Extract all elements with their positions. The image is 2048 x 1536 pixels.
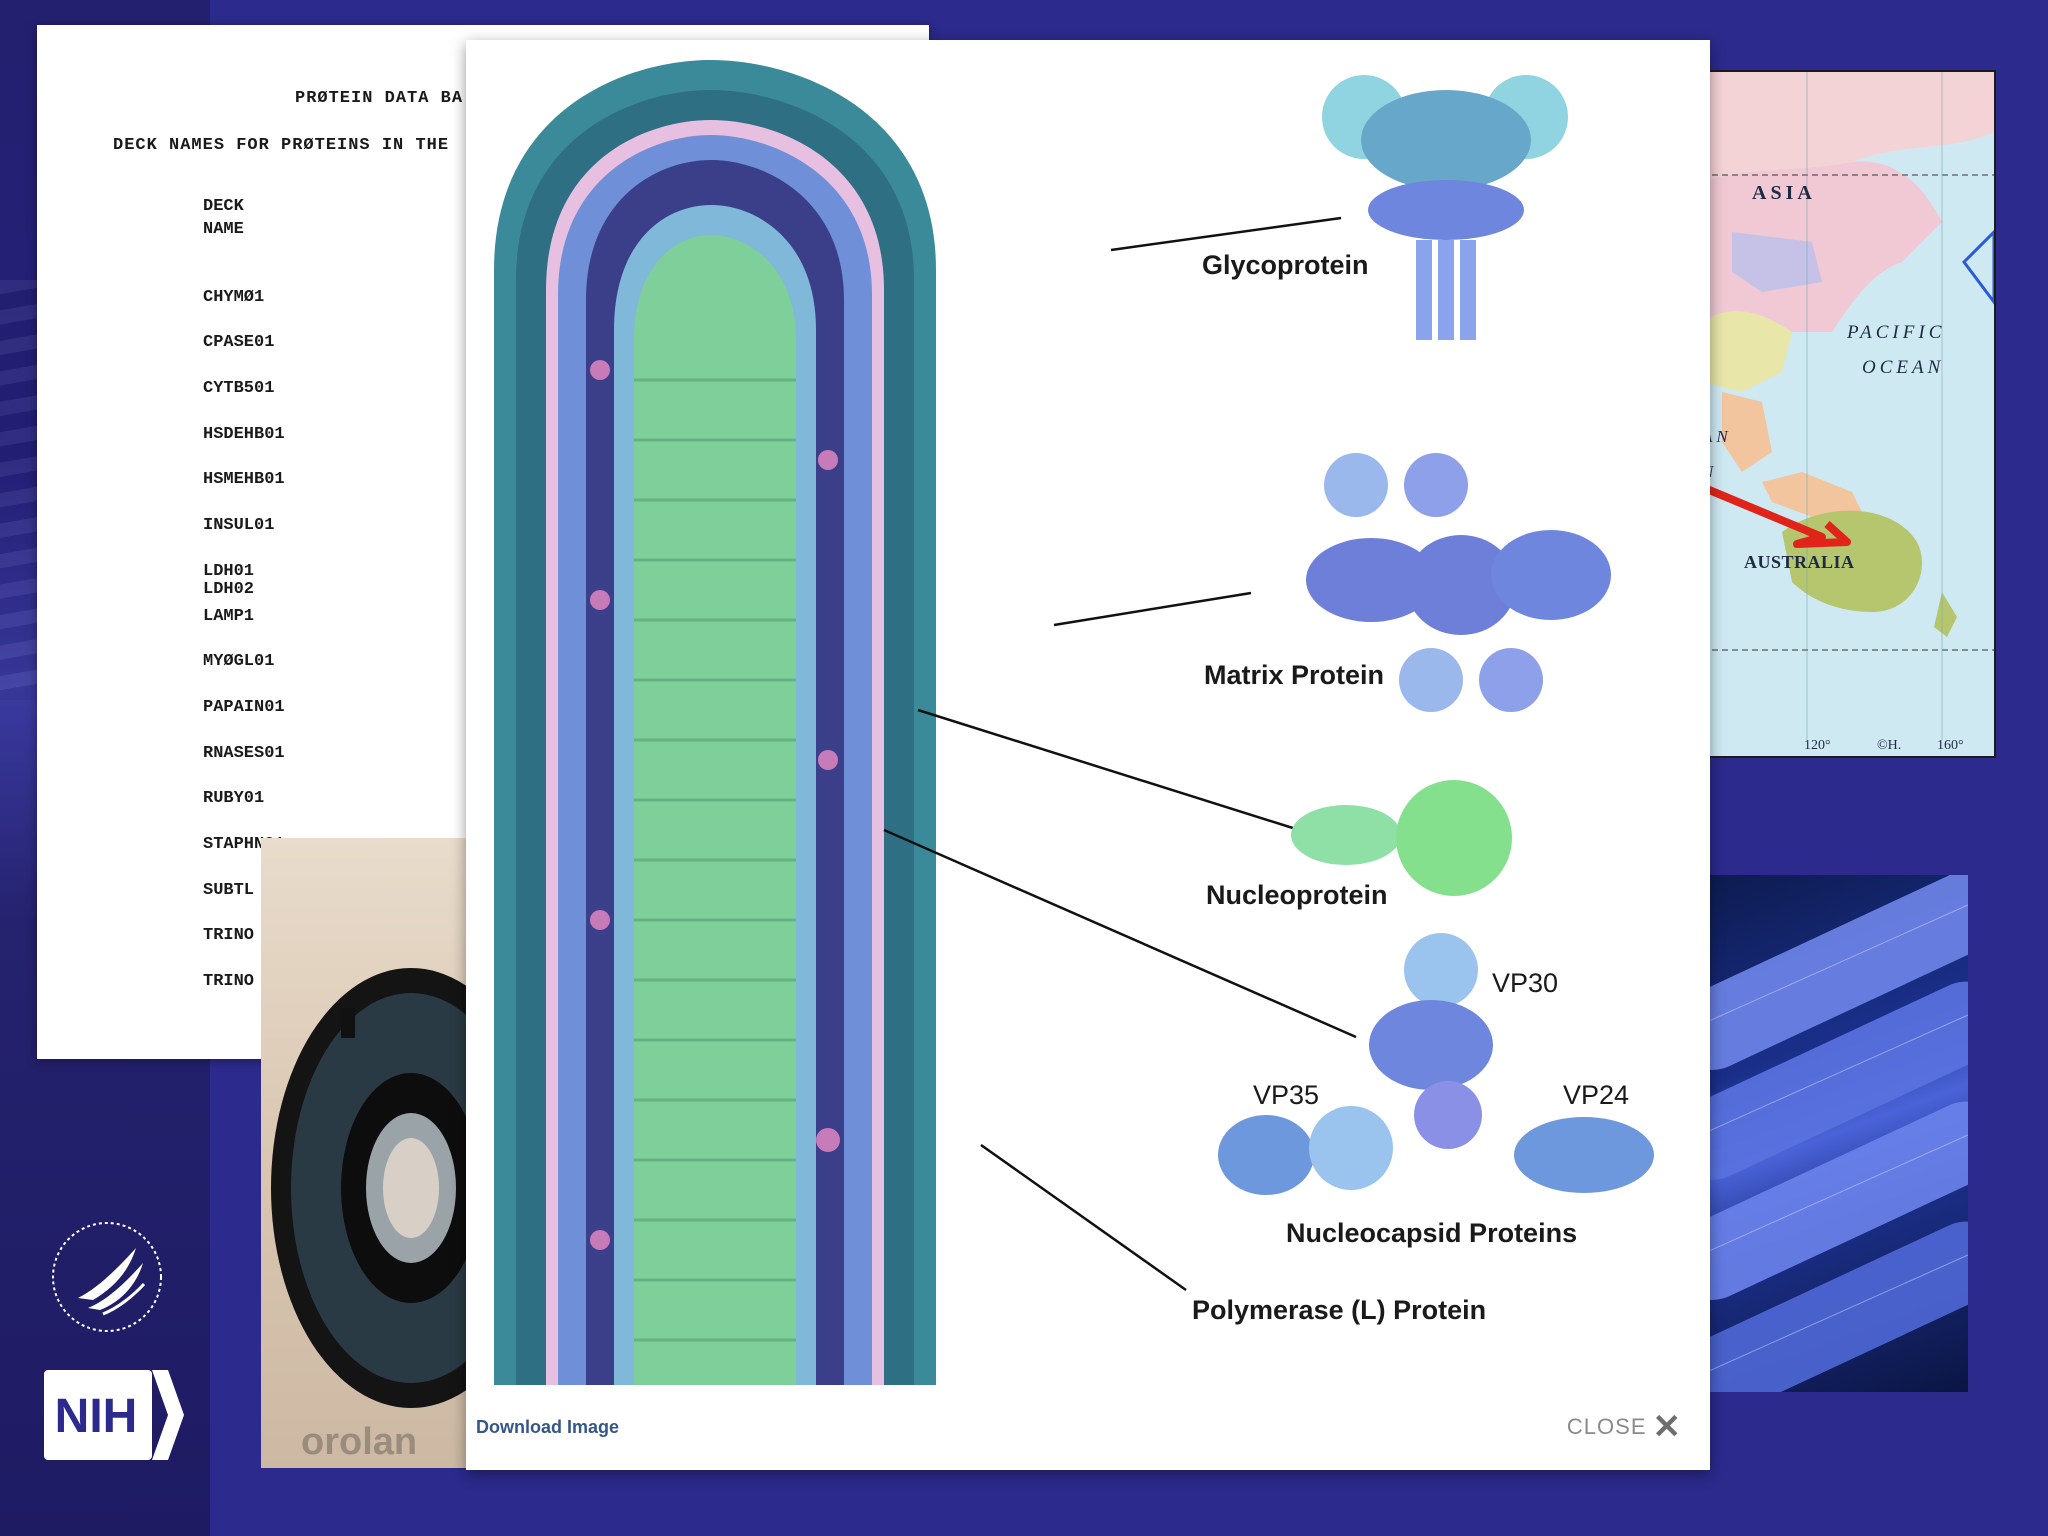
- label-vp30: VP30: [1492, 968, 1559, 998]
- deck-name-column-header: DECK NAME: [203, 195, 244, 241]
- label-nucleocapsid-proteins: Nucleocapsid Proteins: [1286, 1218, 1578, 1248]
- close-icon: ✕: [1652, 1408, 1682, 1446]
- deck-name-item: MYØGL01: [203, 652, 275, 671]
- deck-name-item: LDH01: [203, 562, 255, 581]
- glycoprotein-structure: [1322, 75, 1568, 340]
- deck-name-item: PAPAIN01: [203, 698, 285, 717]
- download-image-link[interactable]: Download Image: [476, 1417, 620, 1437]
- map-label-pacific: PACIFIC: [1847, 322, 1946, 343]
- world-map-image: ASIA PACIFIC OCEAN AN N AUSTRALIA 120° ©…: [1700, 70, 1996, 758]
- deck-name-item: CHYMØ1: [203, 288, 265, 307]
- label-polymerase-protein: Polymerase (L) Protein: [1192, 1295, 1487, 1325]
- virus-particle: [494, 60, 936, 1385]
- deck-name-item: LAMP1: [203, 607, 255, 626]
- label-vp35: VP35: [1253, 1080, 1320, 1110]
- map-copyright: ©H.: [1877, 738, 1902, 753]
- deck-name-item: HSMEHB01: [203, 470, 285, 489]
- matrix-protein-structure: [1306, 453, 1611, 712]
- deck-name-item: RUBY01: [203, 789, 265, 808]
- tape-reel-photo: orolan: [261, 838, 496, 1468]
- map-label-australia: AUSTRALIA: [1744, 552, 1855, 572]
- document-title: PRØTEIN DATA BA: [295, 89, 464, 108]
- reel-photo-watermark: orolan: [301, 1421, 418, 1463]
- deck-name-item: CYTB501: [203, 379, 275, 398]
- image-lightbox-modal: Glycoprotein Matrix Protein Nucleoprotei…: [466, 40, 1710, 1470]
- map-tick-160: 160°: [1937, 738, 1964, 753]
- nucleoprotein-structure: [1291, 780, 1512, 896]
- document-subtitle: DECK NAMES FOR PRØTEINS IN THE: [113, 136, 450, 155]
- map-label-ocean: OCEAN: [1862, 357, 1945, 378]
- tape-rolls-graphic: [1700, 875, 1968, 1392]
- deck-name-item: TRINO: [203, 972, 255, 991]
- map-graphic: [1702, 72, 1994, 756]
- nih-logo-text: NIH: [55, 1390, 138, 1443]
- close-label: CLOSE: [1566, 1414, 1647, 1439]
- tape-reel-graphic: [271, 968, 496, 1408]
- hhs-seal-logo: [52, 1222, 162, 1332]
- map-tick-120: 120°: [1804, 738, 1831, 753]
- ebola-virus-illustration: [494, 60, 1654, 1385]
- deck-name-item: HSDEHB01: [203, 425, 285, 444]
- label-nucleoprotein: Nucleoprotein: [1206, 880, 1388, 910]
- callout-lines: [883, 216, 1357, 1292]
- label-matrix-protein: Matrix Protein: [1204, 660, 1385, 690]
- deck-name-item: CPASE01: [203, 333, 275, 352]
- label-glycoprotein: Glycoprotein: [1202, 250, 1369, 280]
- nih-logo: NIH: [44, 1370, 184, 1460]
- nucleocapsid-structures: [1218, 933, 1654, 1195]
- column-header-line1: DECK: [203, 197, 244, 216]
- close-button[interactable]: CLOSE ✕: [1566, 1408, 1682, 1446]
- deck-name-item: RNASES01: [203, 744, 285, 763]
- column-header-line2: NAME: [203, 220, 244, 239]
- deck-name-item: TRINO: [203, 926, 255, 945]
- label-vp24: VP24: [1563, 1080, 1630, 1110]
- map-label-asia: ASIA: [1752, 182, 1816, 204]
- deck-name-item: SUBTL: [203, 881, 255, 900]
- magnetic-tape-photo: [1700, 875, 1968, 1392]
- deck-name-item: LDH02: [203, 580, 255, 599]
- deck-name-item: INSUL01: [203, 516, 275, 535]
